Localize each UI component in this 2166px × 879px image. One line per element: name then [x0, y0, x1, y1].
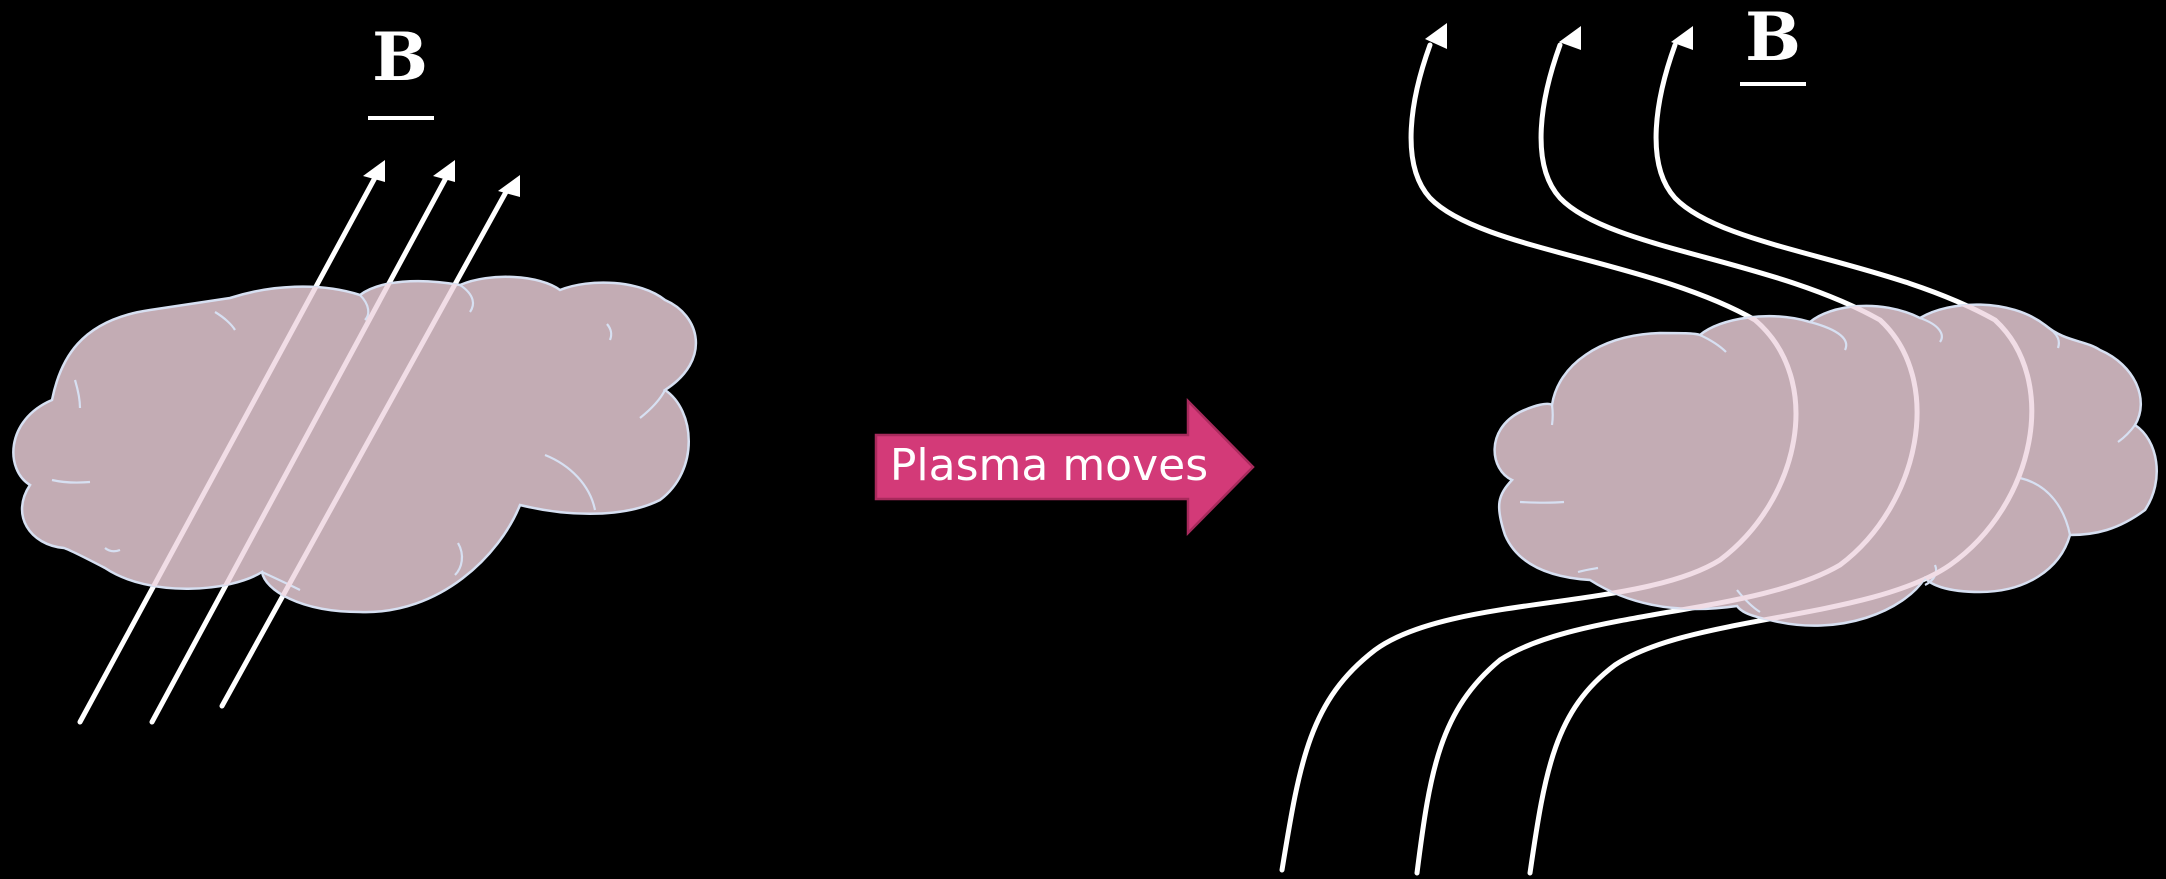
- left-panel: B: [13, 18, 696, 722]
- right-panel: B: [1282, 0, 2157, 873]
- left-plasma-cloud: [13, 277, 696, 612]
- right-field-arrowhead-2: [1559, 26, 1581, 50]
- left-field-symbol: B: [372, 18, 428, 96]
- right-field-symbol: B: [1745, 0, 1801, 76]
- left-field-arrowhead-2: [433, 160, 455, 182]
- plasma-moves-arrow: Plasma moves: [876, 401, 1253, 533]
- right-plasma-cloud: [1495, 305, 2157, 626]
- left-field-arrowhead-3: [498, 175, 520, 197]
- left-field-arrowhead-1: [363, 160, 385, 182]
- plasma-moves-label: Plasma moves: [890, 440, 1208, 491]
